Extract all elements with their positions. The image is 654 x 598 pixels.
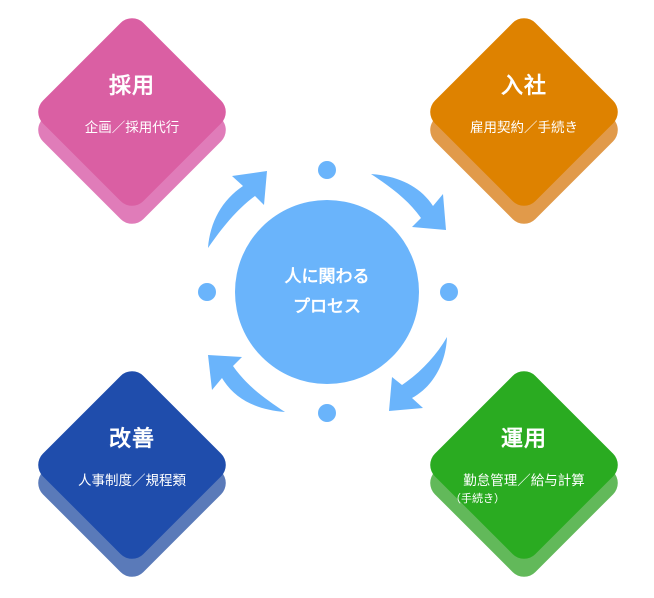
arrow-up-left-icon bbox=[208, 355, 285, 412]
arrow-down-right-icon bbox=[371, 174, 446, 230]
cycle-dot-bottom bbox=[318, 404, 336, 422]
stage-onboard-title: 入社 bbox=[500, 74, 547, 99]
stage-onboard-diamond bbox=[423, 11, 625, 213]
stage-improve-subtitle: 人事制度／規程類 bbox=[78, 473, 186, 489]
stage-improve: 改善 人事制度／規程類 bbox=[31, 364, 233, 584]
center-label-line2: プロセス bbox=[293, 297, 361, 317]
stage-onboard-subtitle: 雇用契約／手続き bbox=[470, 120, 578, 136]
stage-recruit-subtitle: 企画／採用代行 bbox=[84, 120, 180, 136]
stage-recruit-title: 採用 bbox=[108, 74, 155, 99]
center-label-line1: 人に関わる bbox=[284, 267, 370, 287]
stage-recruit-diamond bbox=[31, 11, 233, 213]
stage-onboard: 入社 雇用契約／手続き bbox=[423, 11, 625, 231]
stage-improve-diamond bbox=[31, 364, 233, 566]
stage-improve-title: 改善 bbox=[108, 427, 155, 452]
cycle-dot-top bbox=[318, 161, 336, 179]
cycle-dot-left bbox=[198, 283, 216, 301]
stage-operate-subtitle: 勤怠管理／給与計算 bbox=[463, 473, 585, 489]
stage-operate: 運用 勤怠管理／給与計算 （手続き） bbox=[423, 364, 625, 584]
arrow-up-right-icon bbox=[208, 171, 267, 248]
stage-recruit: 採用 企画／採用代行 bbox=[31, 11, 233, 231]
center-process-circle: 人に関わる プロセス bbox=[235, 200, 419, 384]
stage-operate-note: （手続き） bbox=[450, 492, 505, 505]
cycle-dot-right bbox=[440, 283, 458, 301]
stage-operate-title: 運用 bbox=[500, 427, 547, 452]
arrow-down-left-icon bbox=[389, 337, 447, 411]
stage-operate-diamond bbox=[423, 364, 625, 566]
